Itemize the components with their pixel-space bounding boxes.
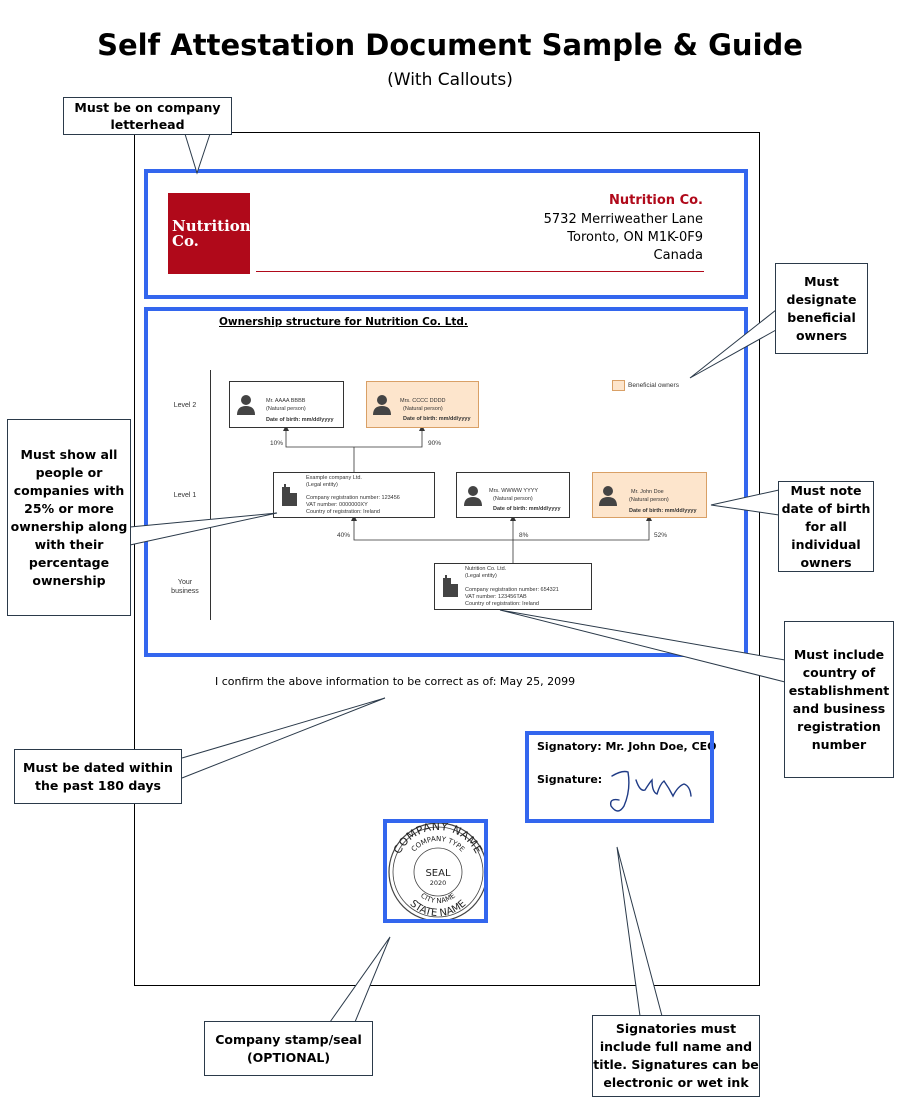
owner-node-mrs-wwww: Mrs. WWWW YYYY (Natural person) Date of … <box>456 472 570 518</box>
node-dob: Date of birth: mm/dd/yyyy <box>629 508 697 514</box>
logo-text-line2: Co. <box>172 232 199 250</box>
letterhead-highlight-box <box>144 169 748 299</box>
owner-node-mr-doe: Mr. John Doe (Natural person) Date of bi… <box>592 472 707 518</box>
letterhead-address-line1: 5732 Merriweather Lane <box>543 212 703 227</box>
business-node-nutrition-co: Nutrition Co. Ltd. (Legal entity) Compan… <box>434 563 592 610</box>
callout-show-all-owners: Must show all people or companies with 2… <box>7 419 131 616</box>
level-1-label: Level 1 <box>173 492 197 499</box>
node-type: (Natural person) <box>266 406 306 412</box>
letterhead-company-name: Nutrition Co. <box>608 193 703 208</box>
node-type: (Natural person) <box>493 496 533 502</box>
node-country: Country of registration: Ireland <box>465 601 539 607</box>
person-icon <box>237 395 255 415</box>
node-dob: Date of birth: mm/dd/yyyy <box>403 416 471 422</box>
level-axis <box>210 370 211 620</box>
logo-text-line1: Nutrition <box>172 217 251 235</box>
node-name: Mrs. CCCC DDDD <box>400 398 446 404</box>
node-reg: Company registration number: 123456 <box>306 495 400 501</box>
node-type: (Legal entity) <box>306 482 338 488</box>
person-icon <box>373 395 391 415</box>
seal-year: 2020 <box>430 879 447 887</box>
callout-stamp-seal: Company stamp/seal (OPTIONAL) <box>204 1021 373 1076</box>
legend-label: Beneficial owners <box>628 382 679 389</box>
owner-node-mrs-cccc: Mrs. CCCC DDDD (Natural person) Date of … <box>366 381 479 428</box>
node-name: Nutrition Co. Ltd. <box>465 566 507 572</box>
confirmation-statement: I confirm the above information to be co… <box>215 675 576 688</box>
building-icon <box>443 575 458 597</box>
owner-node-example-company: Example company Ltd. (Legal entity) Comp… <box>273 472 435 518</box>
callout-country-registration: Must include country of establishment an… <box>784 621 894 778</box>
callout-date-of-birth: Must note date of birth for all individu… <box>778 481 874 572</box>
node-type: (Legal entity) <box>465 573 497 579</box>
seal-highlight-box <box>383 819 488 923</box>
node-name: Mr. AAAA BBBB <box>266 398 306 404</box>
signature-label: Signature: <box>537 773 603 786</box>
svg-text:CITY NAME: CITY NAME <box>419 892 457 905</box>
node-reg: Company registration number: 654321 <box>465 587 559 593</box>
page-title: Self Attestation Document Sample & Guide <box>97 28 803 62</box>
person-icon <box>599 486 617 506</box>
node-vat: VAT number: 0000000XY <box>306 502 368 508</box>
seal-center: SEAL <box>425 868 451 879</box>
node-dob: Date of birth: mm/dd/yyyy <box>266 417 334 423</box>
node-type: (Natural person) <box>629 497 669 503</box>
person-icon <box>464 486 482 506</box>
letterhead-address-line2: Toronto, ON M1K-0F9 <box>567 230 703 245</box>
letterhead-address-line3: Canada <box>653 248 703 263</box>
node-name: Mr. John Doe <box>631 489 664 495</box>
ownership-chart-title: Ownership structure for Nutrition Co. Lt… <box>219 316 468 328</box>
node-dob: Date of birth: mm/dd/yyyy <box>493 506 561 512</box>
node-country: Country of registration: Ireland <box>306 509 380 515</box>
document-frame <box>134 132 760 986</box>
building-icon <box>282 484 297 506</box>
your-business-label: Your business <box>171 579 199 595</box>
pct-cccc: 90% <box>428 440 442 447</box>
legend-swatch <box>612 380 625 391</box>
callout-signatories: Signatories must include full name and t… <box>592 1015 760 1097</box>
owner-node-mr-aaaa: Mr. AAAA BBBB (Natural person) Date of b… <box>229 381 344 428</box>
page-subtitle: (With Callouts) <box>387 70 513 90</box>
callout-dated: Must be dated within the past 180 days <box>14 749 182 804</box>
seal-city: CITY NAME <box>419 892 457 905</box>
signatory-label: Signatory: Mr. John Doe, CEO <box>537 740 717 753</box>
level-2-label: Level 2 <box>173 402 197 409</box>
node-name: Example company Ltd. <box>306 475 362 481</box>
callout-beneficial-owners: Must designate beneficial owners <box>775 263 868 354</box>
callout-letterhead: Must be on company letterhead <box>63 97 232 135</box>
node-name: Mrs. WWWW YYYY <box>489 488 539 494</box>
company-logo: Nutrition Co. <box>168 193 251 274</box>
node-type: (Natural person) <box>403 406 443 412</box>
pct-aaaa: 10% <box>270 440 284 447</box>
pct-example-company: 40% <box>337 532 351 539</box>
node-vat: VAT number: 123456TAB <box>465 594 527 600</box>
pct-doe: 52% <box>654 532 668 539</box>
ownership-highlight-box <box>144 307 748 657</box>
signatory-highlight-box <box>525 731 714 823</box>
letterhead-rule <box>256 271 704 272</box>
pct-wwww: 8% <box>519 532 529 539</box>
